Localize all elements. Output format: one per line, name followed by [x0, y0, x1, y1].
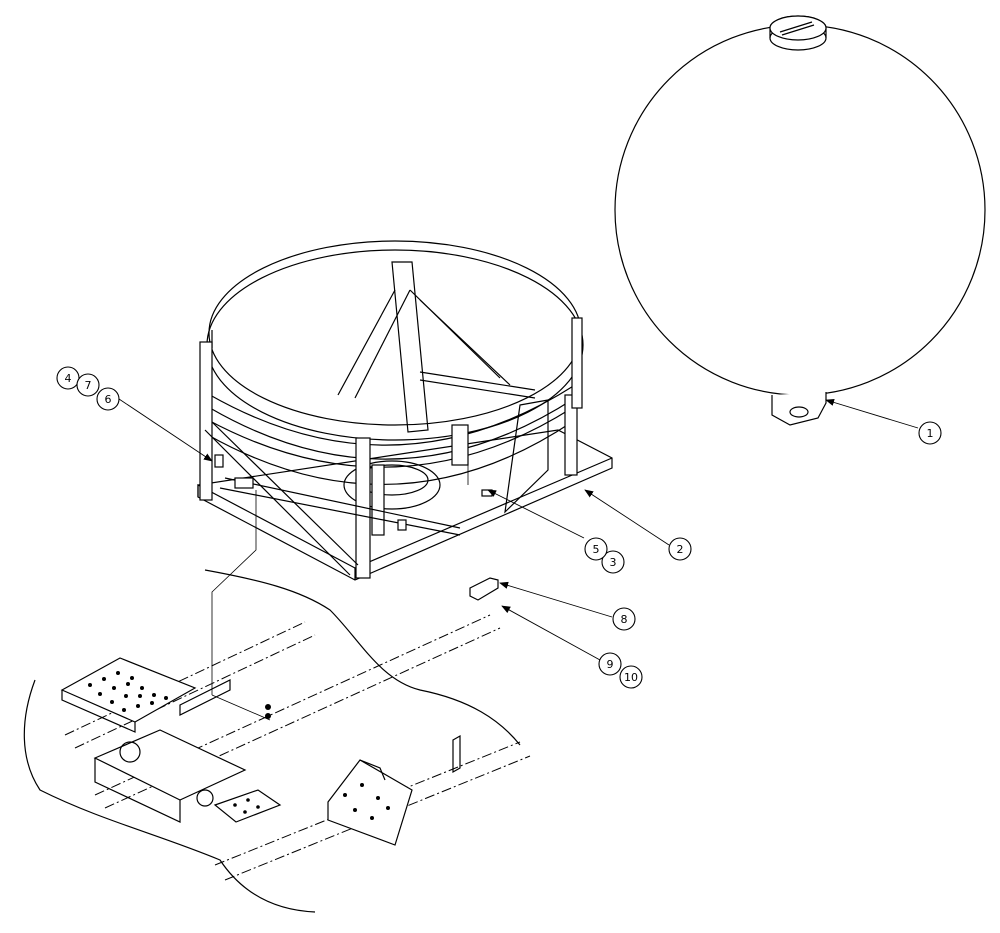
- leader-lines: [118, 398, 919, 661]
- callout-9: 9: [598, 652, 622, 676]
- svg-text:5: 5: [593, 543, 600, 556]
- callout-6: 6: [96, 387, 120, 411]
- callout-1: 1: [918, 421, 942, 445]
- svg-text:6: 6: [105, 393, 112, 406]
- svg-text:4: 4: [65, 372, 72, 385]
- svg-text:1: 1: [927, 427, 934, 440]
- callout-8: 8: [612, 607, 636, 631]
- callout-5: 5: [584, 537, 608, 561]
- callout-7: 7: [76, 373, 100, 397]
- callout-3: 3: [601, 550, 625, 574]
- svg-text:2: 2: [677, 543, 684, 556]
- perforations: [88, 671, 168, 712]
- truck-chassis: [23, 569, 531, 913]
- callout-2: 2: [668, 537, 692, 561]
- svg-text:10: 10: [624, 671, 638, 684]
- spherical-tank: [614, 15, 986, 426]
- callout-4: 4: [56, 366, 80, 390]
- svg-text:8: 8: [621, 613, 628, 626]
- svg-text:7: 7: [85, 379, 92, 392]
- callout-10: 10: [619, 665, 643, 689]
- svg-text:3: 3: [610, 556, 617, 569]
- tank-cradle-frame: [197, 240, 613, 721]
- svg-text:9: 9: [607, 658, 614, 671]
